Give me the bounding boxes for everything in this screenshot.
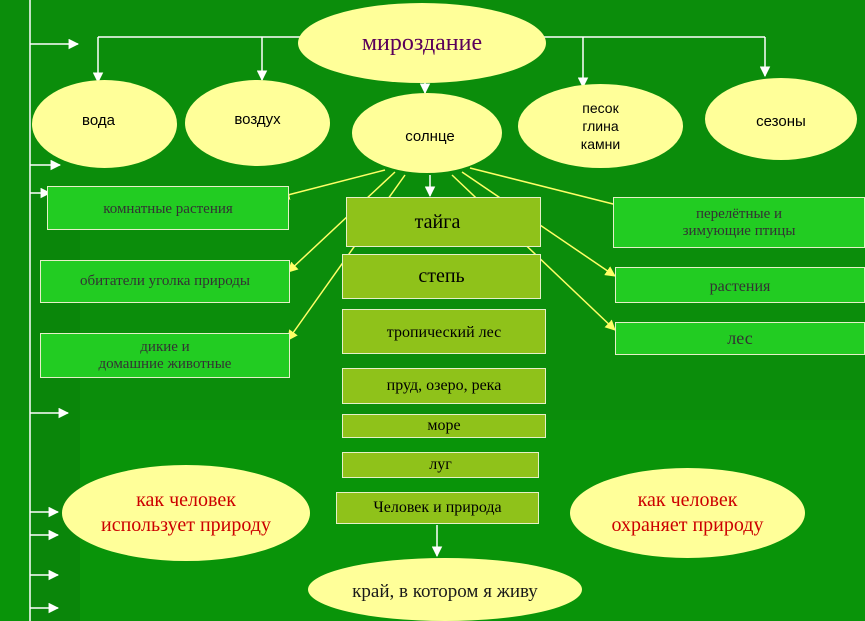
label-les: лес <box>727 327 753 348</box>
label-ohranyaet-1: как человек <box>637 489 738 511</box>
label-chelovek: Человек и природа <box>373 499 502 517</box>
label-kamni: камни <box>580 136 621 153</box>
box-obitateli: обитатели уголка природы <box>40 260 290 303</box>
box-dikie-zhivotnye: дикие и домашние животные <box>40 333 290 378</box>
box-lug: луг <box>342 452 539 478</box>
label-tropic: тропический лес <box>386 324 502 341</box>
box-pereletnye-ptitsy: перелётные и зимующие птицы <box>613 197 865 248</box>
oval-kray: край, в котором я живу <box>308 558 582 621</box>
label-taiga: тайга <box>414 211 461 233</box>
label-ohranyaet-2: охраняет природу <box>611 514 764 536</box>
title-text: мироздание <box>361 29 483 56</box>
label-voda: вода <box>82 111 115 129</box>
label-sezony: сезоны <box>756 112 806 130</box>
oval-vozduh: воздух <box>185 80 330 166</box>
label-komnatnye: комнатные растения <box>103 201 233 217</box>
label-glina: глина <box>582 117 619 134</box>
oval-kak-ispolzuet: как человек использует природу <box>62 465 310 561</box>
box-les: лес <box>615 322 865 355</box>
label-dikie-1: дикие и <box>140 339 190 355</box>
box-rasteniya: растения <box>615 267 865 303</box>
label-pesok: песок <box>582 99 619 116</box>
label-lug: луг <box>429 456 452 474</box>
label-solnce: солнце <box>405 127 455 145</box>
oval-kak-ohranyaet: как человек охраняет природу <box>570 468 805 558</box>
box-step: степь <box>342 254 541 299</box>
label-step: степь <box>418 265 465 287</box>
box-taiga: тайга <box>346 197 541 247</box>
box-prud-ozero-reka: пруд, озеро, река <box>342 368 546 404</box>
label-ptitsy-1: перелётные и <box>695 206 783 222</box>
box-komnatnye-rasteniya: комнатные растения <box>47 186 289 230</box>
label-ispolzuet-1: как человек <box>136 489 236 511</box>
label-more: море <box>427 417 461 435</box>
label-ptitsy-2: зимующие птицы <box>682 222 796 239</box>
label-ispolzuet-2: использует природу <box>101 514 271 536</box>
label-kray: край, в котором я живу <box>352 580 538 602</box>
title-oval-mirozdanie: мироздание <box>298 3 546 83</box>
box-chelovek-i-priroda: Человек и природа <box>336 492 539 524</box>
label-prud: пруд, озеро, река <box>386 377 502 395</box>
box-more: море <box>342 414 546 438</box>
label-obitateli: обитатели уголка природы <box>79 273 250 290</box>
oval-pesok-glina-kamni: песок глина камни <box>518 84 683 168</box>
oval-sezony: сезоны <box>705 78 857 160</box>
oval-voda: вода <box>32 80 177 168</box>
label-dikie-2: домашние животные <box>98 355 232 372</box>
label-rasteniya: растения <box>709 278 771 295</box>
box-tropicheskiy-les: тропический лес <box>342 309 546 354</box>
oval-solnce: солнце <box>352 93 502 173</box>
label-vozduh: воздух <box>234 110 281 128</box>
